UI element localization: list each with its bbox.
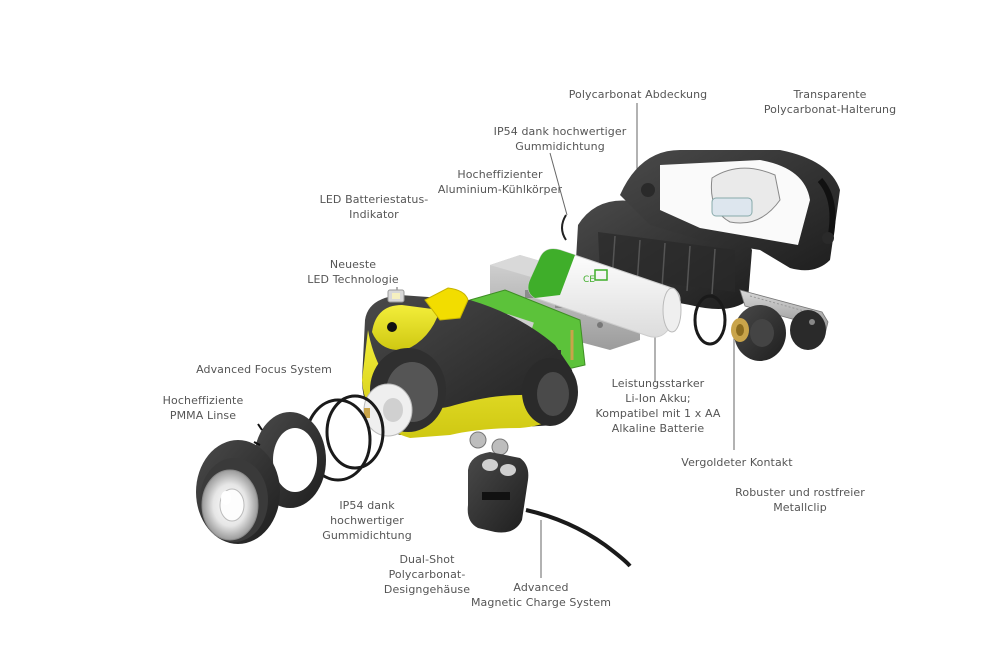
main-housing	[362, 295, 578, 438]
magnetic-charger	[467, 431, 632, 568]
svg-text:CE: CE	[583, 275, 595, 285]
focus-reflector	[363, 383, 413, 437]
led-chip	[387, 289, 405, 303]
pmma-lens	[196, 440, 280, 544]
label-ip54-top: IP54 dank hochwertiger Gummidichtung	[493, 125, 627, 153]
power-switch	[424, 287, 469, 321]
label-led-technologie: Neueste LED Technologie	[307, 258, 399, 286]
o-ring-top	[693, 294, 727, 346]
label-transparente-halterung: Transparente Polycarbonat-Halterung	[763, 88, 897, 116]
gold-contact	[731, 305, 826, 361]
label-focus-system: Advanced Focus System	[196, 363, 332, 376]
label-polycarbonat-abdeckung: Polycarbonat Abdeckung	[568, 88, 708, 101]
label-batteriestatus: LED Batteriestatus- Indikator	[319, 193, 429, 221]
label-pmma-linse: Hocheffiziente PMMA Linse	[162, 394, 244, 422]
label-kontakt: Vergoldeter Kontakt	[681, 456, 793, 469]
battery: CE	[527, 248, 682, 338]
o-ring-bottom-1	[325, 394, 385, 470]
label-designgehaeuse: Dual-Shot Polycarbonat- Designgehäuse	[383, 553, 471, 596]
label-akku: Leistungsstarker Li-Ion Akku; Kompatibel…	[595, 377, 721, 435]
label-charge-system: Advanced Magnetic Charge System	[470, 581, 612, 609]
headband-holder	[620, 150, 840, 271]
label-kuehlkoerper: Hocheffizienter Aluminium-Kühlkörper	[437, 168, 563, 196]
label-ip54-bottom: IP54 dank hochwertiger Gummidichtung	[322, 499, 412, 542]
label-metallclip: Robuster und rostfreier Metallclip	[735, 486, 865, 514]
